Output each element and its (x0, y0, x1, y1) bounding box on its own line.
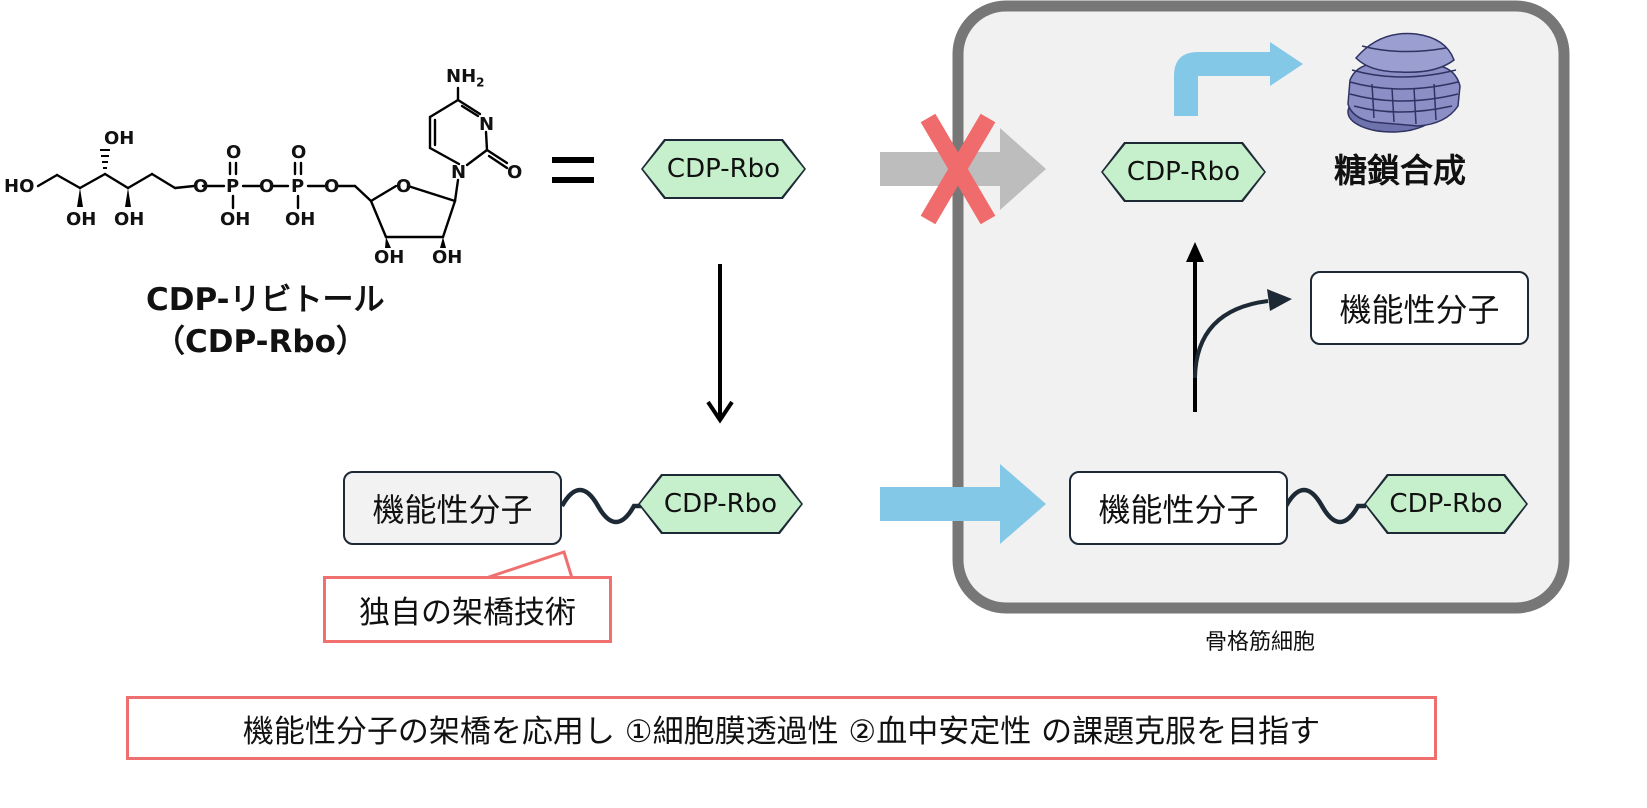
mol-oh-bottom-1: OH (66, 209, 97, 230)
goal-banner: 機能性分子の架橋を応用し ①細胞膜透過性 ②血中安定性 の課題克服を目指す (126, 696, 1437, 760)
crosslink-technology-callout: 独自の架橋技術 (323, 576, 612, 643)
mol-p1: P (226, 176, 240, 197)
cross-mark (920, 113, 996, 225)
cdp-rbo-tag-cell-conjugate-label: CDP-Rbo (1366, 476, 1526, 532)
cdp-rbo-tag-top: CDP-Rbo (641, 139, 806, 199)
linker-wave-cell (1284, 487, 1366, 525)
stereo-wedges (77, 188, 446, 248)
mol-carbonyl-o: O (507, 162, 523, 183)
molecule-abbrev: （CDP-Rbo） (154, 324, 367, 360)
mol-p2: P (291, 176, 305, 197)
cdp-rbo-tag-top-label: CDP-Rbo (643, 141, 804, 197)
functional-molecule-box: 機能性分子 (343, 471, 562, 545)
released-functional-molecule-box: 機能性分子 (1310, 271, 1529, 345)
mol-oh-top: OH (104, 128, 135, 149)
molecule-bonds (36, 86, 509, 239)
mol-ring-o: O (396, 176, 412, 197)
mol-sugar-oh-2: OH (432, 247, 463, 268)
mol-o-bridge: O (259, 176, 275, 197)
mol-p1-o-top: O (226, 142, 242, 163)
mol-p2-oh: OH (285, 209, 316, 230)
cell-label: 骨格筋細胞 (1205, 630, 1316, 655)
mol-p2-o-top: O (291, 142, 307, 163)
functional-molecule-box-cell: 機能性分子 (1069, 471, 1288, 545)
callout-pointer (485, 550, 575, 580)
cdp-rbo-tag-cell-label: CDP-Rbo (1103, 144, 1264, 200)
linker-wave-left (560, 487, 641, 525)
mol-p1-oh: OH (220, 209, 251, 230)
cell-uptake-arrow (880, 464, 1046, 544)
cdp-rbo-tag-conjugate-label: CDP-Rbo (640, 476, 801, 532)
mol-sugar-oh-1: OH (374, 247, 405, 268)
cdp-rbo-tag-conjugate: CDP-Rbo (638, 474, 803, 534)
mol-ho-left: HO (4, 176, 35, 197)
conversion-down-arrow (706, 264, 734, 424)
cdp-rbo-tag-cell-conjugate: CDP-Rbo (1364, 474, 1528, 534)
glycan-synthesis-arrow (1174, 42, 1303, 116)
mol-n1: N (451, 162, 467, 183)
mol-o-link-2: O (324, 176, 340, 197)
equals-sign (552, 157, 594, 183)
mol-o-link-1: O (193, 176, 209, 197)
cdp-rbo-tag-cell: CDP-Rbo (1101, 142, 1266, 202)
mol-nh2: NH2 (446, 66, 485, 90)
glycan-synthesis-label: 糖鎖合成 (1334, 151, 1466, 190)
molecule-name: CDP-リビトール (146, 282, 385, 318)
cell-boundary (952, 0, 1570, 614)
release-arrows (1193, 258, 1269, 412)
mol-n3: N (479, 114, 495, 135)
mol-oh-bottom-2: OH (114, 209, 145, 230)
stereo-hash (100, 149, 110, 169)
protein-icon (1347, 32, 1461, 133)
